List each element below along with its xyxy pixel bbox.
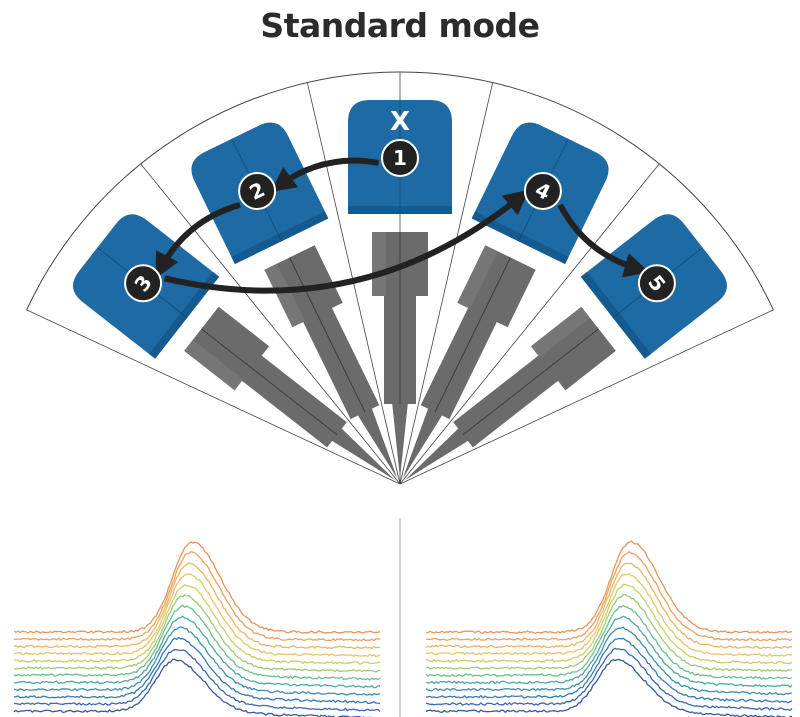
probe-barrel-shade <box>372 232 386 296</box>
probe-barrel-shade <box>530 306 590 358</box>
probe-tip <box>392 402 408 478</box>
badge-circle <box>523 171 562 210</box>
spectrum-trace <box>425 562 793 649</box>
spectrum-trace <box>425 604 793 680</box>
probe-tip <box>404 427 470 481</box>
badge-circle <box>238 171 277 210</box>
spectra-panels <box>13 540 793 717</box>
arrow-4-to-5 <box>557 203 650 278</box>
spectrum-trace <box>13 626 381 696</box>
probe-barrel-line <box>434 257 511 413</box>
arrow-3-to-4 <box>163 189 530 294</box>
spectrum-trace <box>425 626 793 696</box>
spectrum-trace <box>13 604 381 681</box>
spectrum-trace <box>13 561 381 650</box>
arrow-1-to-2 <box>270 157 380 192</box>
spectrum-trace <box>425 593 792 673</box>
spectrum-trace <box>13 658 373 717</box>
probe-tip <box>402 406 444 479</box>
spectrum-trace <box>425 615 793 688</box>
spectrum-trace <box>14 649 381 712</box>
page-title: Standard mode <box>260 6 540 45</box>
spectrum-trace <box>425 540 793 634</box>
arrow-2-to-3 <box>155 201 241 279</box>
position-badge-2: 2 <box>238 171 277 210</box>
spectrum-trace <box>13 636 381 705</box>
spectra-panel-right <box>425 540 793 717</box>
guide-line <box>399 163 660 485</box>
position-badges: 1 2 3 4 5 <box>124 139 676 303</box>
spectrum-trace <box>425 658 793 717</box>
probe-tip <box>330 427 396 481</box>
probe-marker: X <box>390 107 410 137</box>
guide-line <box>399 82 494 485</box>
probe-barrel-shade <box>184 339 244 391</box>
badge-label: 1 <box>393 146 407 170</box>
guide-line <box>140 163 401 485</box>
spectrum-trace <box>425 647 793 712</box>
spectrum-trace <box>13 573 381 658</box>
spectrum-trace <box>425 637 793 704</box>
position-badge-5: 5 <box>637 264 676 303</box>
spectrum-trace <box>425 550 793 642</box>
badge-circle <box>124 264 163 303</box>
position-badge-3: 3 <box>124 264 163 303</box>
spectrum-trace <box>13 541 381 634</box>
probe-barrel-line <box>289 257 366 413</box>
outer-arc <box>26 71 774 311</box>
spectrum-trace <box>13 583 381 665</box>
guide-line <box>399 309 774 485</box>
spectrum-trace <box>425 583 793 665</box>
badge-circle <box>381 139 419 177</box>
sequence-arrows <box>155 157 650 294</box>
position-badge-1: 1 <box>381 139 419 177</box>
probe-barrel-line <box>462 328 599 436</box>
spectra-panel-left <box>13 541 381 717</box>
spectrum-trace <box>13 594 381 673</box>
position-badge-4: 4 <box>523 171 562 210</box>
guide-line <box>26 309 401 485</box>
probe-barrel-shade <box>457 245 498 309</box>
probe-barrel-shade <box>264 263 306 328</box>
spectrum-trace <box>425 572 793 657</box>
spectrum-trace <box>13 615 381 689</box>
badge-circle <box>637 264 676 303</box>
spectrum-trace <box>13 550 381 642</box>
probe-barrel-line <box>201 328 338 436</box>
probe-tip <box>356 406 398 479</box>
